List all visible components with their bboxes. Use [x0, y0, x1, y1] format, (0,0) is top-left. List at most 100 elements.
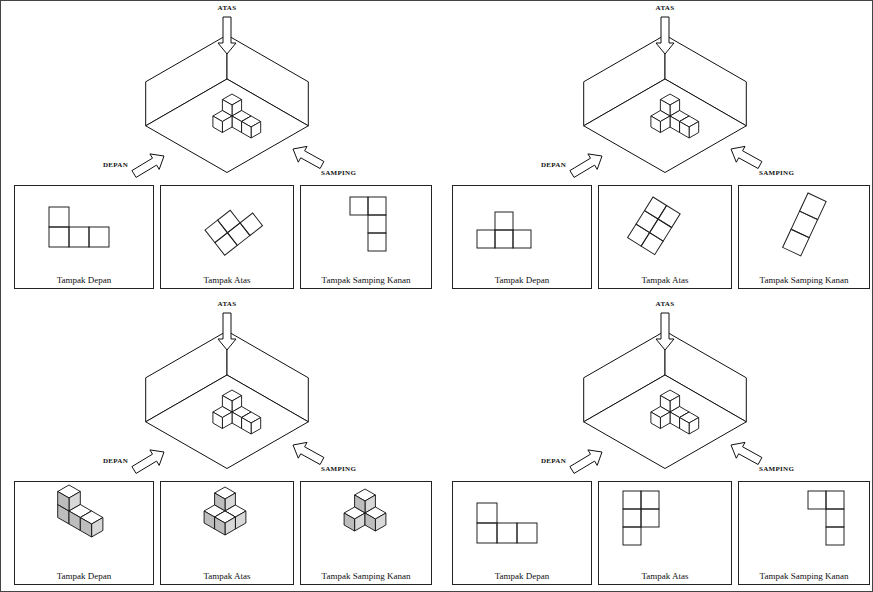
view-caption: Tampak Samping Kanan	[301, 275, 431, 285]
view-square	[641, 509, 659, 527]
view-square	[641, 233, 663, 255]
view-arrow	[293, 442, 324, 464]
answer-drawing	[204, 487, 246, 535]
view-direction-label: ATAS	[655, 5, 676, 13]
view-direction-label: DEPAN	[540, 458, 567, 466]
cube-side	[660, 412, 670, 429]
view-square	[368, 233, 386, 251]
panel-illustration	[477, 313, 844, 545]
view-square	[658, 205, 680, 227]
tray-floor	[584, 79, 747, 173]
view-direction-label: DEPAN	[102, 162, 129, 170]
cube-side	[680, 122, 690, 139]
cube-side	[80, 518, 91, 538]
view-caption: Tampak Depan	[15, 571, 153, 581]
view-square	[800, 193, 827, 220]
view-arrow	[731, 146, 762, 168]
cube-side	[375, 513, 386, 531]
answer-drawing	[477, 212, 531, 248]
view-caption: Tampak Depan	[15, 275, 153, 285]
view-square	[623, 509, 641, 527]
view-caption: Tampak Atas	[599, 275, 731, 285]
view-square	[641, 491, 659, 509]
view-caption: Tampak Samping Kanan	[739, 571, 869, 581]
cube-side	[225, 517, 235, 535]
view-square	[826, 527, 844, 545]
cube-side	[58, 492, 69, 512]
view-answer-box: Tampak Depan	[452, 481, 592, 585]
view-square	[636, 211, 658, 233]
view-square	[368, 215, 386, 233]
cube-side	[689, 418, 699, 435]
view-squares	[808, 491, 844, 545]
view-square	[218, 210, 240, 232]
view-square	[826, 509, 844, 527]
view-squares	[477, 503, 537, 543]
view-direction-label: SAMPING	[320, 466, 357, 474]
view-arrow	[132, 154, 164, 178]
view-square	[623, 491, 641, 509]
answer-drawing	[628, 197, 681, 255]
view-arrow	[218, 17, 236, 54]
cube-side	[651, 412, 661, 429]
view-square	[215, 233, 237, 255]
view-square	[497, 523, 517, 543]
view-caption: Tampak Atas	[161, 275, 293, 285]
view-squares	[783, 193, 826, 256]
view-square	[89, 227, 109, 247]
view-answer-box: Tampak Samping Kanan	[738, 481, 870, 585]
view-answer-box: Tampak Atas	[598, 481, 732, 585]
panel-illustration	[477, 17, 826, 256]
answer-drawing	[58, 485, 103, 537]
view-arrow	[132, 450, 164, 474]
cube-side	[660, 116, 670, 133]
view-square	[49, 227, 69, 247]
panel-illustration	[58, 313, 386, 537]
cube-side	[222, 412, 232, 429]
cube-side	[242, 122, 252, 139]
view-direction-label: SAMPING	[758, 466, 795, 474]
answer-drawing	[808, 491, 844, 545]
cube-side	[680, 418, 690, 435]
view-squares	[477, 212, 531, 248]
view-arrow	[656, 17, 674, 54]
cube-side	[651, 116, 661, 133]
view-answer-box: Tampak Depan	[14, 185, 154, 289]
view-square	[350, 197, 368, 215]
view-direction-label: SAMPING	[758, 170, 795, 178]
view-arrow	[570, 450, 602, 474]
view-answer-box: Tampak Atas	[598, 185, 732, 289]
view-square	[517, 523, 537, 543]
cube-side	[69, 511, 80, 531]
cube-side	[222, 116, 232, 133]
view-square	[495, 230, 513, 248]
cube-side	[215, 517, 225, 535]
view-direction-label: SAMPING	[320, 170, 357, 178]
view-answer-box: Tampak Samping Kanan	[738, 185, 870, 289]
view-square	[645, 197, 667, 219]
view-direction-label: DEPAN	[540, 162, 567, 170]
view-squares	[49, 207, 109, 247]
tray-floor	[146, 375, 309, 469]
view-square	[477, 523, 497, 543]
view-answer-box: Tampak Samping Kanan	[300, 185, 432, 289]
view-answer-box: Tampak Depan	[452, 185, 592, 289]
cube-side	[670, 412, 680, 429]
view-squares	[623, 491, 659, 545]
view-answer-box: Tampak Samping Kanan	[300, 481, 432, 585]
view-direction-label: ATAS	[655, 301, 676, 309]
view-squares	[205, 200, 263, 255]
cube-side	[344, 513, 355, 531]
view-square	[791, 211, 818, 238]
view-caption: Tampak Atas	[161, 571, 293, 581]
view-arrow	[656, 313, 674, 350]
view-answer-box: Tampak Depan	[14, 481, 154, 585]
view-square	[240, 213, 262, 235]
cube-side	[235, 511, 246, 529]
view-arrow	[218, 313, 236, 350]
answer-drawing	[205, 200, 263, 255]
view-square	[368, 197, 386, 215]
